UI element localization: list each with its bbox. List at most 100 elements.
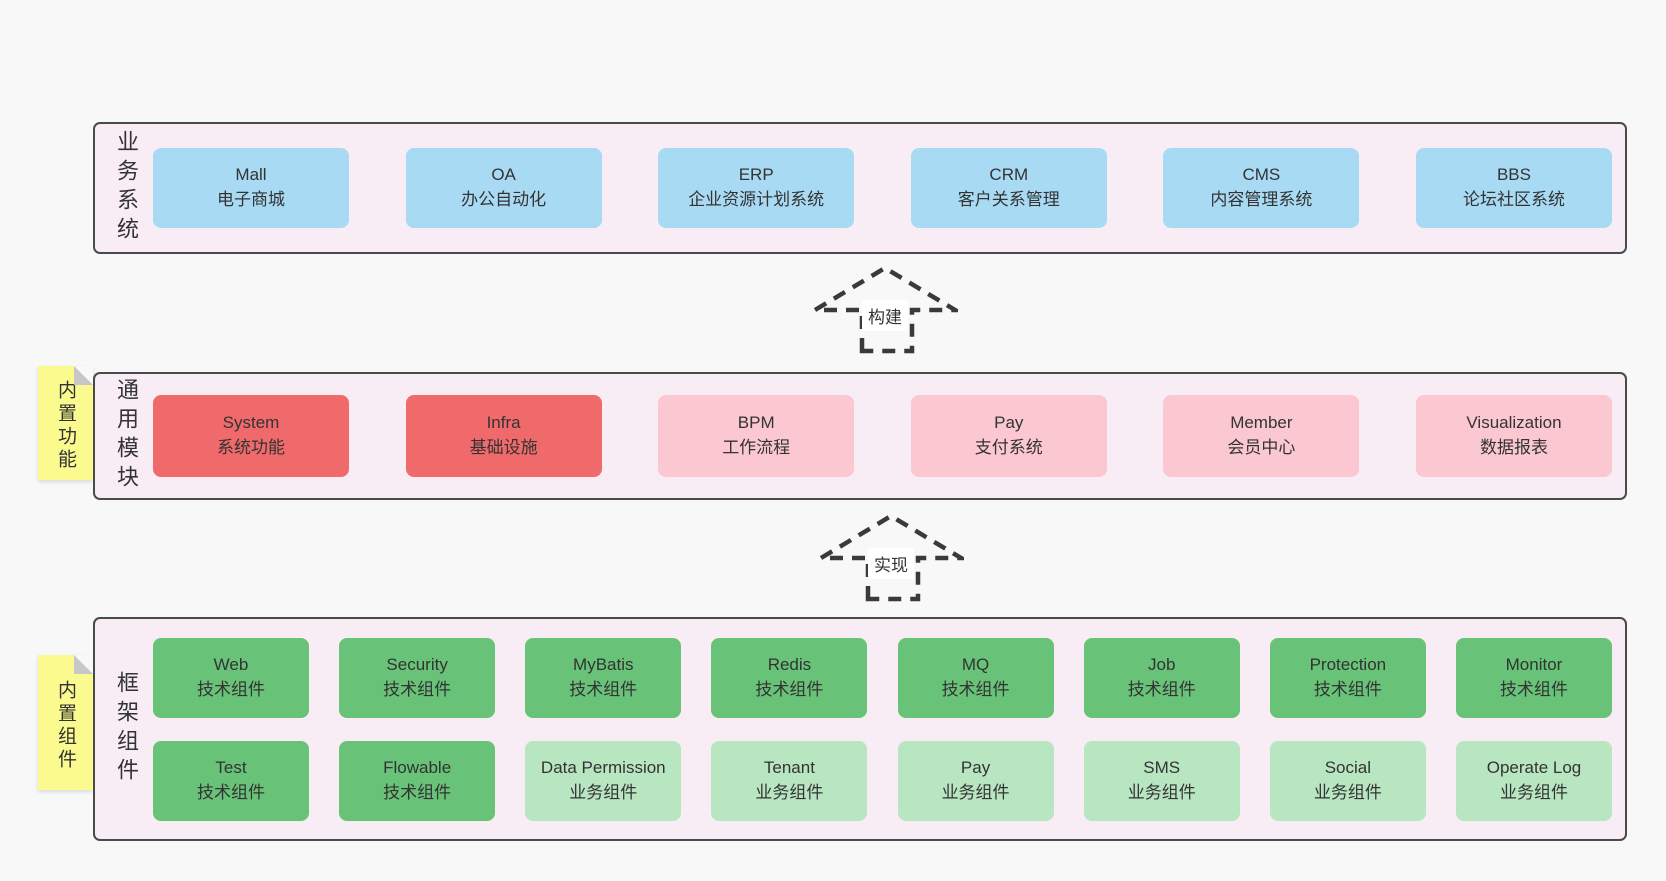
module-name: Pay xyxy=(994,413,1024,433)
component-desc: 技术组件 xyxy=(197,679,265,699)
sticky-label: 内置组件 xyxy=(55,679,76,772)
module-name: BPM xyxy=(737,413,775,433)
up-arrow-icon xyxy=(818,513,964,602)
component-name: MQ xyxy=(961,654,990,674)
arrow-label: 构建 xyxy=(862,300,908,331)
module-desc: 系统功能 xyxy=(217,438,285,457)
module-name: Member xyxy=(1230,413,1293,433)
box-data-permission: Data Permission 业务组件 xyxy=(525,740,682,821)
box-operate-log: Operate Log 业务组件 xyxy=(1455,740,1612,821)
component-desc: 业务组件 xyxy=(569,782,638,802)
module-desc: 企业资源计划系统 xyxy=(688,190,825,209)
module-name: OA xyxy=(491,165,516,185)
component-desc: 业务组件 xyxy=(755,782,824,802)
component-name: Web xyxy=(213,654,249,674)
box-job: Job 技术组件 xyxy=(1083,637,1240,718)
component-desc: 技术组件 xyxy=(197,782,265,802)
component-desc: 技术组件 xyxy=(383,679,452,699)
band-common-modules: 通用模块 System 系统功能 Infra 基础设施 BPM 工作流程 Pay… xyxy=(93,372,1627,500)
arrow-build: 构建 xyxy=(812,264,958,354)
box-cms: CMS 内容管理系统 xyxy=(1163,148,1360,228)
module-desc: 数据报表 xyxy=(1479,438,1548,457)
box-visualization: Visualization 数据报表 xyxy=(1415,395,1612,477)
framework-row-2: Test 技术组件 Flowable 技术组件 Data Permission … xyxy=(153,740,1612,821)
box-erp: ERP 企业资源计划系统 xyxy=(658,148,855,228)
module-name: Mall xyxy=(235,165,267,185)
module-desc: 基础设施 xyxy=(469,438,538,457)
component-desc: 业务组件 xyxy=(1313,782,1382,802)
sticky-built-in-components: 内置组件 xyxy=(38,655,93,790)
module-name: CMS xyxy=(1242,165,1281,185)
box-security: Security 技术组件 xyxy=(339,637,496,718)
sticky-built-in-features: 内置功能 xyxy=(38,366,93,480)
box-test: Test 技术组件 xyxy=(153,740,309,821)
component-name: Protection xyxy=(1309,654,1387,674)
box-system: System 系统功能 xyxy=(153,395,349,477)
module-desc: 办公自动化 xyxy=(461,190,547,209)
module-name: BBS xyxy=(1496,165,1531,185)
band-rows: Web 技术组件 Security 技术组件 MyBatis 技术组件 Redi… xyxy=(145,637,1625,821)
band-label: 框架组件 xyxy=(114,671,139,787)
component-desc: 业务组件 xyxy=(1499,782,1568,802)
component-name: Social xyxy=(1324,757,1371,777)
module-desc: 电子商城 xyxy=(217,190,285,209)
component-name: Data Permission xyxy=(540,757,666,777)
component-desc: 技术组件 xyxy=(941,679,1010,699)
module-name: CRM xyxy=(989,165,1029,185)
box-tenant: Tenant 业务组件 xyxy=(711,740,868,821)
component-name: SMS xyxy=(1143,757,1181,777)
module-name: ERP xyxy=(738,165,774,185)
band-framework-components: 框架组件 Web 技术组件 Security 技术组件 MyBatis 技术组件… xyxy=(93,617,1627,841)
component-name: Job xyxy=(1147,654,1176,674)
module-desc: 论坛社区系统 xyxy=(1462,190,1565,209)
box-member: Member 会员中心 xyxy=(1163,395,1360,477)
component-name: MyBatis xyxy=(573,654,634,674)
component-desc: 技术组件 xyxy=(1127,679,1196,699)
component-name: Test xyxy=(215,757,247,777)
component-name: Flowable xyxy=(383,757,452,777)
band-business-systems: 业务系统 Mall 电子商城 OA 办公自动化 ERP 企业资源计划系统 CRM… xyxy=(93,122,1627,254)
box-monitor: Monitor 技术组件 xyxy=(1455,637,1612,718)
box-protection: Protection 技术组件 xyxy=(1269,637,1426,718)
box-oa: OA 办公自动化 xyxy=(405,148,602,228)
box-crm: CRM 客户关系管理 xyxy=(910,148,1107,228)
component-desc: 技术组件 xyxy=(569,679,638,699)
band-label: 业务系统 xyxy=(114,130,139,246)
box-mq: MQ 技术组件 xyxy=(897,637,1054,718)
component-name: Pay xyxy=(960,757,991,777)
box-pay-biz: Pay 业务组件 xyxy=(897,740,1054,821)
component-desc: 技术组件 xyxy=(755,679,824,699)
box-sms: SMS 业务组件 xyxy=(1083,740,1240,821)
component-name: Security xyxy=(386,654,448,674)
arrow-implement: 实现 xyxy=(818,512,964,602)
module-desc: 客户关系管理 xyxy=(957,190,1060,209)
box-bpm: BPM 工作流程 xyxy=(658,395,855,477)
band-boxes: System 系统功能 Infra 基础设施 BPM 工作流程 Pay 支付系统… xyxy=(145,395,1625,477)
band-label: 通用模块 xyxy=(114,378,139,494)
component-desc: 技术组件 xyxy=(1499,679,1568,699)
sticky-label: 内置功能 xyxy=(55,380,76,472)
module-desc: 工作流程 xyxy=(722,438,791,457)
box-infra: Infra 基础设施 xyxy=(405,395,602,477)
arrow-label: 实现 xyxy=(868,548,914,579)
box-mybatis: MyBatis 技术组件 xyxy=(525,637,682,718)
module-name: Infra xyxy=(486,413,521,433)
framework-row-1: Web 技术组件 Security 技术组件 MyBatis 技术组件 Redi… xyxy=(153,637,1612,718)
box-mall: Mall 电子商城 xyxy=(153,148,349,228)
component-desc: 业务组件 xyxy=(941,782,1010,802)
component-desc: 技术组件 xyxy=(1313,679,1382,699)
box-bbs: BBS 论坛社区系统 xyxy=(1415,148,1612,228)
box-social: Social 业务组件 xyxy=(1269,740,1426,821)
component-desc: 技术组件 xyxy=(383,782,452,802)
module-desc: 内容管理系统 xyxy=(1210,190,1313,209)
component-desc: 业务组件 xyxy=(1127,782,1196,802)
component-name: Operate Log xyxy=(1486,757,1582,777)
box-flowable: Flowable 技术组件 xyxy=(339,740,496,821)
box-web: Web 技术组件 xyxy=(153,637,309,718)
component-name: Tenant xyxy=(763,757,815,777)
box-pay: Pay 支付系统 xyxy=(910,395,1107,477)
box-redis: Redis 技术组件 xyxy=(711,637,868,718)
module-name: Visualization xyxy=(1466,413,1562,433)
component-name: Monitor xyxy=(1505,654,1563,674)
